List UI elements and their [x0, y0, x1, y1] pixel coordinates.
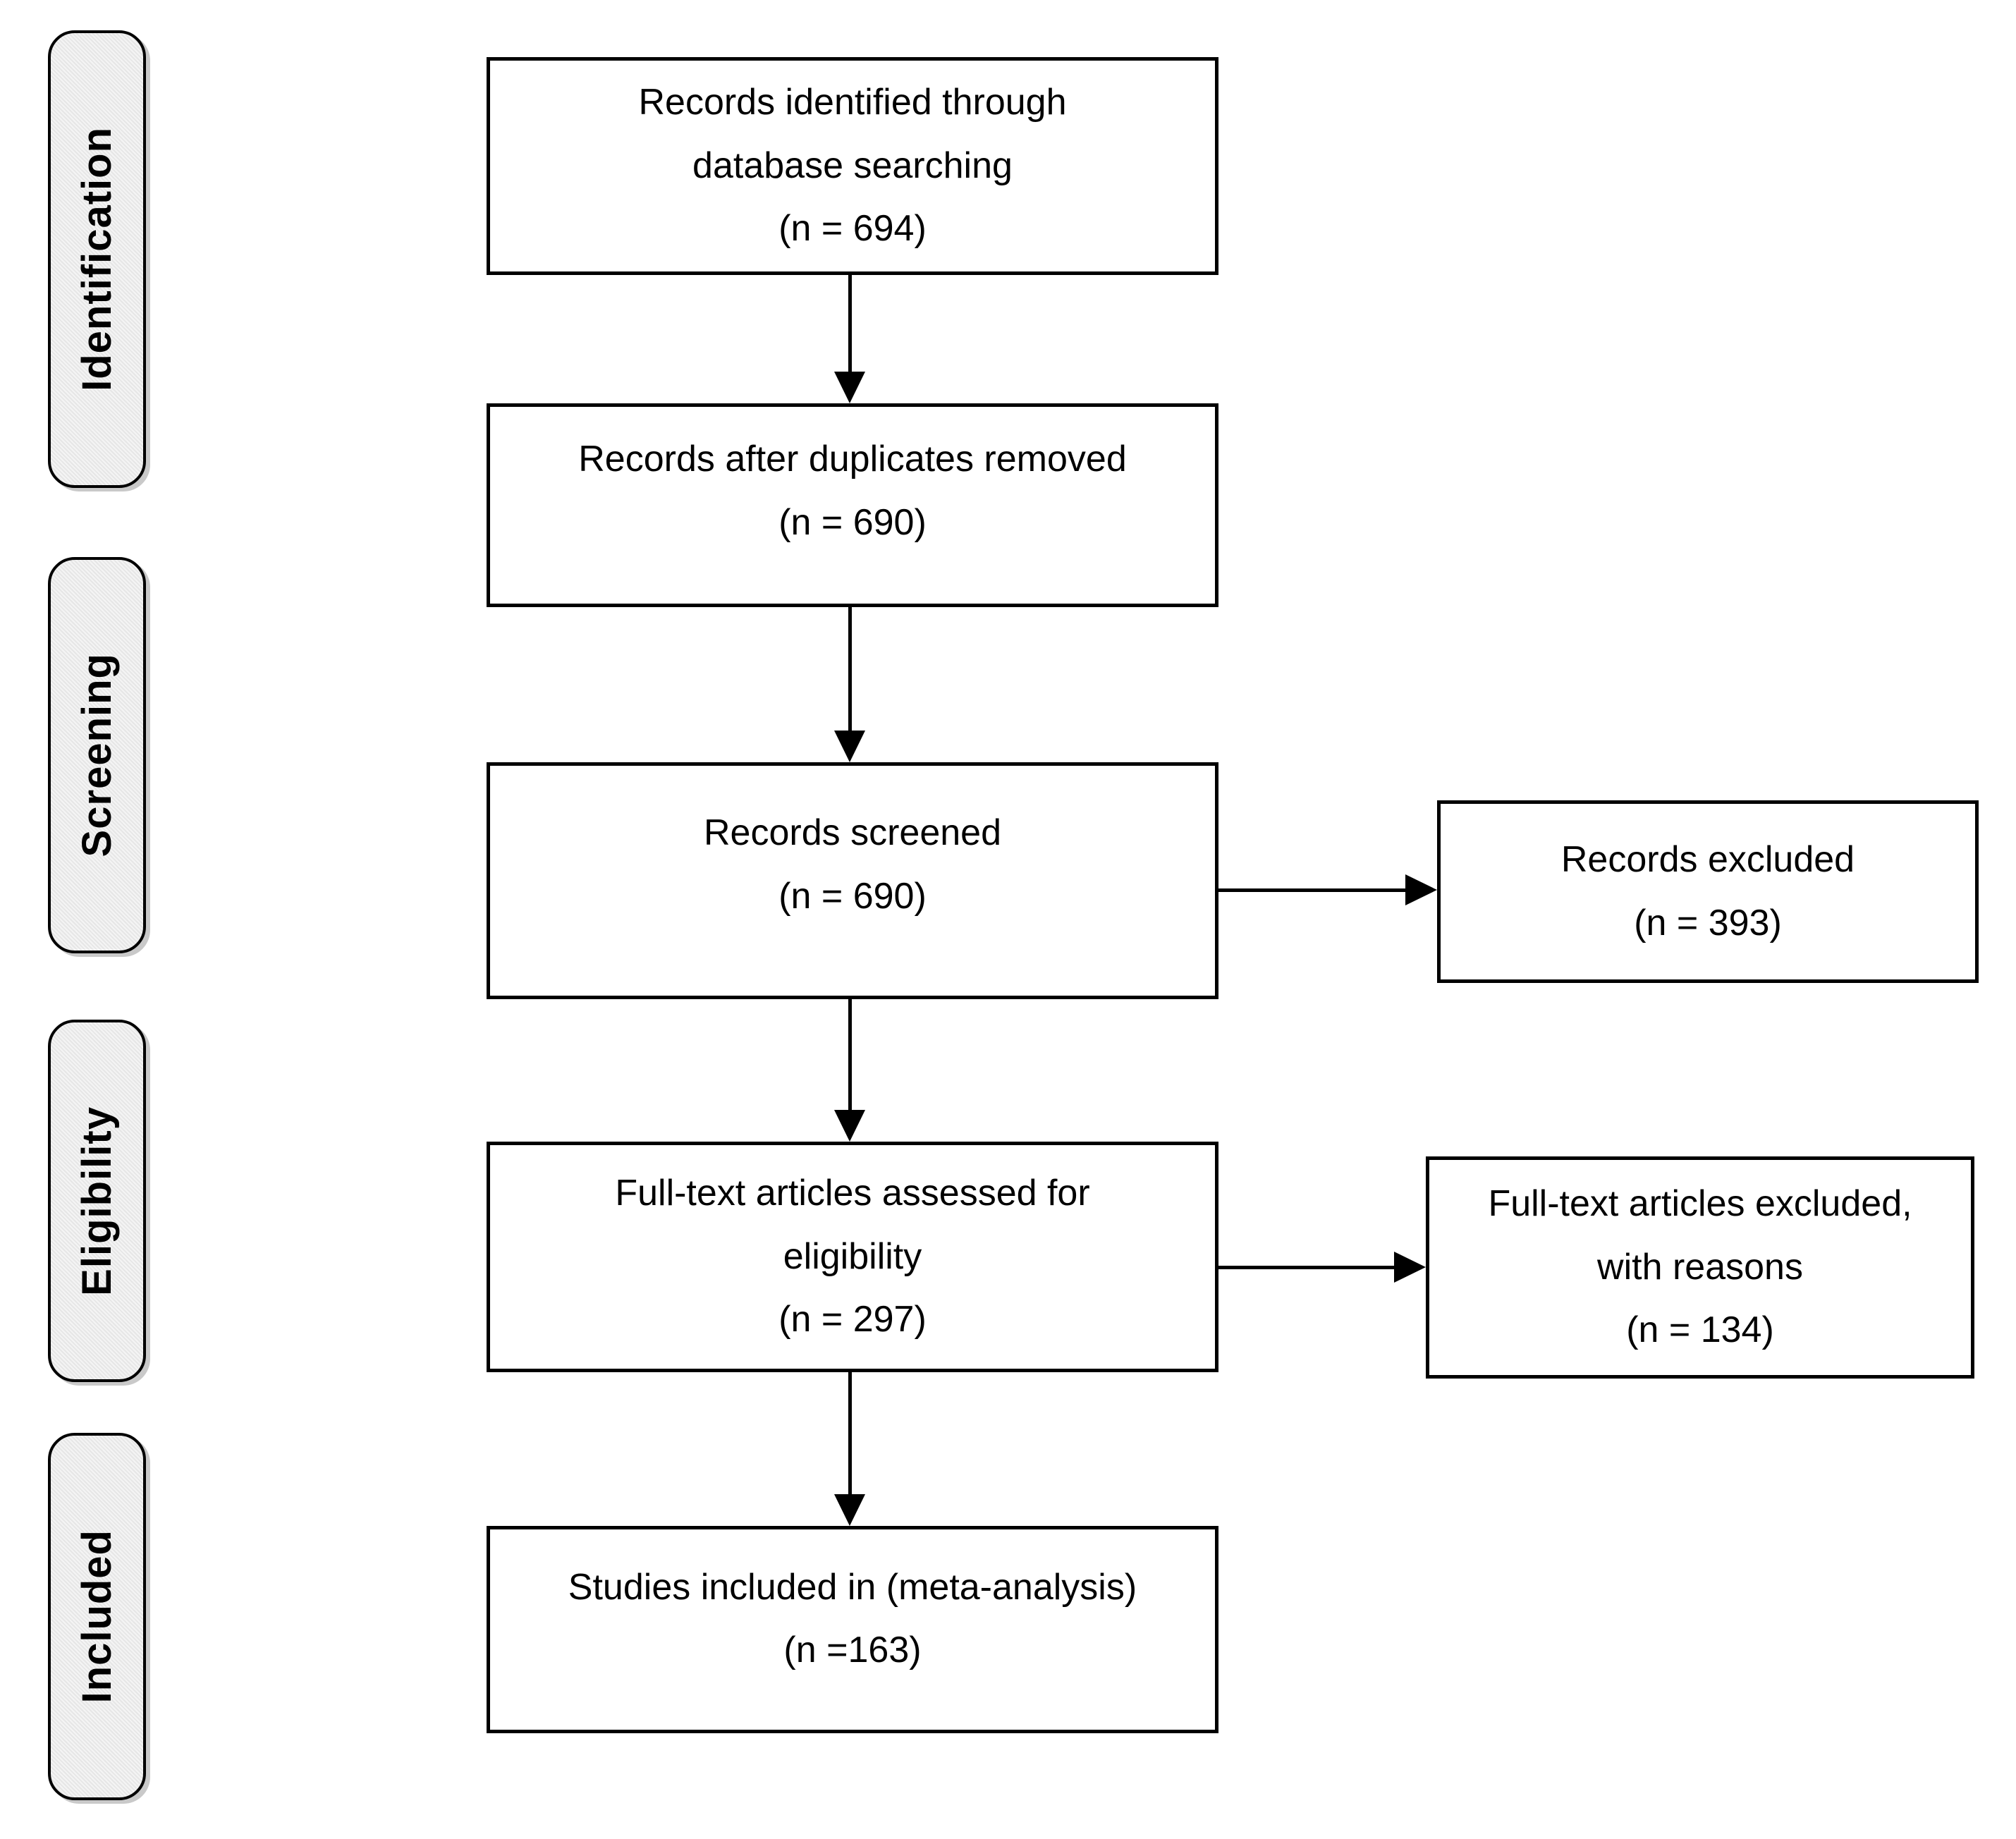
stage-label-text: Included: [74, 1529, 120, 1704]
arrow-down-identified-to-duplicates: [834, 275, 865, 403]
arrow-head-right-icon: [1394, 1252, 1426, 1283]
box-count: (n = 690): [778, 501, 927, 543]
arrow-head-down-icon: [834, 731, 865, 762]
stage-label-text: Eligibility: [74, 1106, 120, 1296]
arrow-line: [1218, 888, 1405, 892]
arrow-down-screened-to-assessed: [834, 999, 865, 1142]
box-text-line: Records excluded: [1560, 839, 1855, 881]
box-text-line: database searching: [692, 145, 1013, 186]
arrow-line: [848, 607, 852, 731]
box-text-line: with reasons: [1597, 1246, 1803, 1288]
arrow-line: [848, 1372, 852, 1494]
box-records-excluded: Records excluded (n = 393): [1437, 800, 1979, 983]
box-fulltext-assessed: Full-text articles assessed for eligibil…: [487, 1142, 1218, 1372]
box-text-line: eligibility: [783, 1235, 922, 1277]
arrow-head-down-icon: [834, 1494, 865, 1526]
box-text-line: Full-text articles excluded,: [1488, 1183, 1912, 1225]
box-count: (n = 694): [778, 208, 927, 250]
box-count: (n = 393): [1634, 902, 1782, 943]
box-count: (n = 297): [778, 1299, 927, 1340]
box-duplicates-removed: Records after duplicates removed (n = 69…: [487, 403, 1218, 607]
box-text-line: Full-text articles assessed for: [615, 1173, 1090, 1214]
box-records-screened: Records screened (n = 690): [487, 762, 1218, 999]
stage-label-eligibility: Eligibility: [48, 1020, 146, 1382]
arrow-head-right-icon: [1405, 874, 1437, 905]
box-fulltext-excluded: Full-text articles excluded, with reason…: [1426, 1156, 1974, 1379]
stage-label-text: Screening: [74, 653, 120, 857]
box-count: (n =163): [783, 1630, 922, 1670]
stage-label-text: Identification: [74, 127, 120, 391]
arrow-line: [1218, 1265, 1394, 1269]
arrow-down-duplicates-to-screened: [834, 607, 865, 762]
arrow-down-assessed-to-included: [834, 1372, 865, 1526]
arrow-head-down-icon: [834, 1110, 865, 1142]
arrow-head-down-icon: [834, 372, 865, 403]
stage-label-screening: Screening: [48, 557, 146, 953]
stage-label-included: Included: [48, 1433, 146, 1800]
arrow-line: [848, 999, 852, 1110]
box-count: (n = 134): [1626, 1309, 1774, 1351]
arrow-line: [848, 275, 852, 372]
box-count: (n = 690): [778, 875, 927, 917]
box-text-line: Records after duplicates removed: [578, 439, 1127, 480]
box-text-line: Records screened: [704, 812, 1001, 854]
arrow-right-assessed-to-excluded: [1218, 1252, 1426, 1283]
arrow-right-screened-to-excluded: [1218, 874, 1437, 905]
stage-label-identification: Identification: [48, 30, 146, 488]
box-text-line: Studies included in (meta-analysis): [568, 1566, 1137, 1608]
box-studies-included: Studies included in (meta-analysis) (n =…: [487, 1526, 1218, 1733]
box-records-identified: Records identified through database sear…: [487, 57, 1218, 275]
box-text-line: Records identified through: [638, 82, 1067, 123]
